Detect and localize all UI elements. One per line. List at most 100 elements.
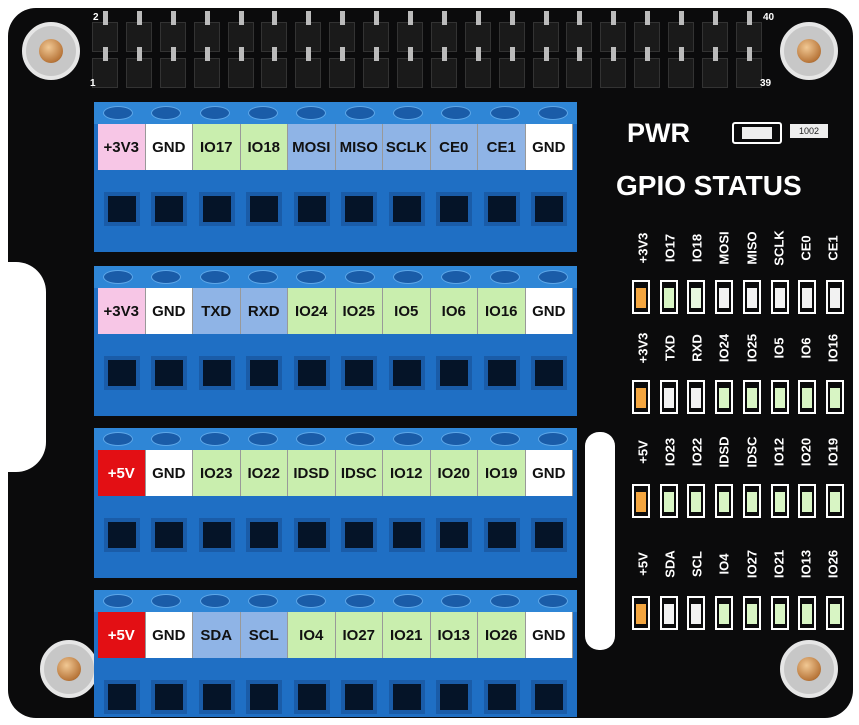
wire-socket[interactable]: [436, 518, 473, 552]
wire-socket[interactable]: [531, 518, 568, 552]
wire-socket[interactable]: [436, 680, 473, 714]
wire-socket[interactable]: [293, 192, 330, 226]
wire-socket[interactable]: [151, 680, 188, 714]
terminal-screw-icon[interactable]: [392, 270, 423, 284]
terminal-screw-icon[interactable]: [489, 270, 520, 284]
terminal-screw-icon[interactable]: [489, 432, 520, 446]
terminal-screw-icon[interactable]: [296, 270, 327, 284]
terminal-screw-icon[interactable]: [441, 106, 472, 120]
terminal-screw-icon[interactable]: [392, 106, 423, 120]
wire-socket[interactable]: [531, 356, 568, 390]
wire-socket[interactable]: [293, 518, 330, 552]
terminal-screw-icon[interactable]: [151, 270, 182, 284]
wire-socket[interactable]: [103, 680, 140, 714]
terminal-screw-icon[interactable]: [537, 432, 568, 446]
wire-socket[interactable]: [531, 192, 568, 226]
terminal-screw-icon[interactable]: [103, 432, 134, 446]
terminal-screw-icon[interactable]: [199, 106, 230, 120]
screw-row: [94, 590, 577, 612]
pin-label: RXD: [240, 288, 288, 334]
status-led-icon: [687, 280, 706, 314]
terminal-screw-icon[interactable]: [248, 594, 279, 608]
wire-socket[interactable]: [388, 518, 425, 552]
terminal-screw-icon[interactable]: [441, 432, 472, 446]
wire-socket[interactable]: [103, 356, 140, 390]
wire-socket[interactable]: [151, 356, 188, 390]
terminal-screw-icon[interactable]: [199, 432, 230, 446]
wire-socket[interactable]: [483, 356, 520, 390]
wire-socket[interactable]: [198, 192, 235, 226]
terminal-screw-icon[interactable]: [151, 432, 182, 446]
terminal-screw-icon[interactable]: [392, 432, 423, 446]
led-label-cell: IO21: [768, 540, 790, 588]
wire-socket[interactable]: [103, 192, 140, 226]
gpio-pin-header: [92, 8, 762, 100]
terminal-screw-icon[interactable]: [296, 106, 327, 120]
wire-socket[interactable]: [436, 192, 473, 226]
wire-socket[interactable]: [341, 356, 378, 390]
wire-socket[interactable]: [483, 680, 520, 714]
terminal-screw-icon[interactable]: [344, 432, 375, 446]
terminal-screw-icon[interactable]: [392, 594, 423, 608]
wire-socket[interactable]: [341, 192, 378, 226]
terminal-screw-icon[interactable]: [199, 594, 230, 608]
terminal-screw-icon[interactable]: [344, 270, 375, 284]
led-label: IO19: [825, 437, 841, 467]
terminal-screw-icon[interactable]: [441, 594, 472, 608]
status-led-icon: [715, 280, 734, 314]
pin-label: MISO: [335, 124, 383, 170]
terminal-screw-icon[interactable]: [441, 270, 472, 284]
terminal-screw-icon[interactable]: [489, 594, 520, 608]
wire-socket[interactable]: [293, 680, 330, 714]
terminal-screw-icon[interactable]: [199, 270, 230, 284]
wire-socket[interactable]: [151, 518, 188, 552]
terminal-screw-icon[interactable]: [537, 594, 568, 608]
wire-socket[interactable]: [341, 680, 378, 714]
wire-socket[interactable]: [246, 192, 283, 226]
wire-socket[interactable]: [151, 192, 188, 226]
header-pin: [464, 47, 491, 88]
led-label-cell: IO25: [741, 324, 763, 372]
status-led-icon: [687, 380, 706, 414]
header-pin: [363, 47, 390, 88]
terminal-screw-icon[interactable]: [489, 106, 520, 120]
wire-socket[interactable]: [341, 518, 378, 552]
terminal-screw-icon[interactable]: [248, 432, 279, 446]
terminal-screw-icon[interactable]: [248, 106, 279, 120]
terminal-screw-icon[interactable]: [537, 106, 568, 120]
pin-number-2: 2: [93, 12, 99, 23]
status-led-icon: [742, 596, 761, 630]
wire-socket[interactable]: [246, 518, 283, 552]
led-label-cell: SDA: [659, 540, 681, 588]
terminal-screw-icon[interactable]: [296, 594, 327, 608]
pin-label: SDA: [193, 612, 241, 658]
wire-socket[interactable]: [436, 356, 473, 390]
wire-socket[interactable]: [388, 680, 425, 714]
terminal-screw-icon[interactable]: [103, 106, 134, 120]
wire-socket[interactable]: [483, 192, 520, 226]
terminal-screw-icon[interactable]: [344, 594, 375, 608]
wire-socket[interactable]: [483, 518, 520, 552]
wire-socket[interactable]: [388, 356, 425, 390]
terminal-screw-icon[interactable]: [103, 594, 134, 608]
pin-label: CE1: [478, 124, 526, 170]
terminal-screw-icon[interactable]: [151, 594, 182, 608]
wire-socket[interactable]: [388, 192, 425, 226]
terminal-screw-icon[interactable]: [151, 106, 182, 120]
header-pin: [227, 47, 254, 88]
terminal-screw-icon[interactable]: [344, 106, 375, 120]
wire-socket[interactable]: [198, 680, 235, 714]
wire-socket[interactable]: [531, 680, 568, 714]
wire-socket[interactable]: [198, 356, 235, 390]
wire-socket[interactable]: [293, 356, 330, 390]
terminal-screw-icon[interactable]: [248, 270, 279, 284]
terminal-screw-icon[interactable]: [103, 270, 134, 284]
wire-socket[interactable]: [246, 356, 283, 390]
wire-socket[interactable]: [198, 518, 235, 552]
wire-socket[interactable]: [103, 518, 140, 552]
led-label: MISO: [744, 231, 760, 265]
terminal-screw-icon[interactable]: [296, 432, 327, 446]
terminal-screw-icon[interactable]: [537, 270, 568, 284]
wire-socket[interactable]: [246, 680, 283, 714]
